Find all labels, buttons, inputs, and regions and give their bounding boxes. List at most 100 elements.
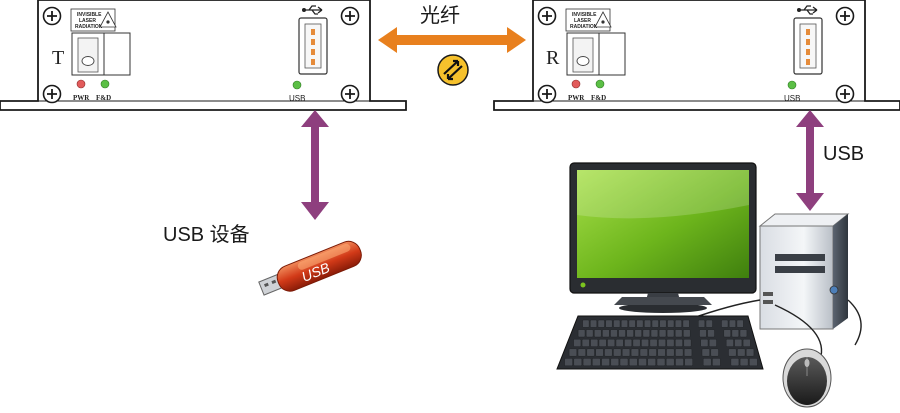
keyboard-key — [742, 339, 751, 347]
tower-case — [758, 213, 850, 330]
keyboard-key — [683, 329, 691, 338]
keyboard-key — [590, 319, 597, 328]
warning-line-3: RADIATION — [75, 24, 103, 30]
usb-symbol-icon — [302, 5, 323, 15]
keyboard-key — [682, 319, 690, 328]
keyboard-key — [642, 329, 651, 338]
keyboard-key — [592, 358, 601, 366]
keyboard-key — [651, 319, 659, 328]
keyboard-key — [705, 319, 713, 328]
keyboard-key — [636, 319, 644, 328]
screw-icon — [537, 84, 557, 104]
keyboard-key — [700, 339, 709, 347]
keyboard-key — [749, 358, 758, 366]
fd-led — [595, 79, 605, 89]
warning-line-3: RADIATION — [570, 24, 598, 30]
fiber-link: 光纤 — [378, 4, 526, 86]
pwr-led-label: PWR — [73, 94, 90, 102]
monitor-power-led — [580, 282, 586, 288]
keyboard-key — [728, 348, 737, 357]
keyboard-key — [675, 319, 682, 328]
keyboard-key — [650, 329, 659, 338]
keyboard-key — [703, 358, 712, 366]
keyboard-key — [621, 319, 628, 328]
keyboard-key — [657, 348, 666, 357]
keyboard-key — [721, 319, 729, 328]
keyboard-key — [622, 348, 631, 357]
transmitter-unit: T INVISIBLE LASER RADIATION PWR F&D — [0, 0, 407, 111]
keyboard-key — [632, 339, 641, 347]
usb-port[interactable] — [298, 17, 328, 75]
keyboard-key — [723, 329, 731, 338]
keyboard-key — [710, 348, 719, 357]
keyboard-key — [607, 339, 616, 347]
monitor — [569, 162, 757, 313]
screw-icon — [340, 6, 360, 26]
keyboard-key — [590, 339, 599, 347]
keyboard-key — [737, 348, 746, 357]
keyboard — [556, 315, 764, 370]
usb-led — [292, 80, 302, 90]
keyboard-key — [709, 339, 717, 347]
fiber-arrow — [378, 27, 526, 53]
pwr-led — [76, 79, 86, 89]
keyboard-key — [577, 348, 586, 357]
keyboard-key — [630, 348, 639, 357]
keyboard-key — [641, 339, 649, 347]
keyboard-key — [586, 348, 595, 357]
keyboard-key — [577, 329, 586, 338]
keyboard-key — [605, 319, 613, 328]
usb-pc-arrow — [796, 110, 824, 211]
laser-warning-icon — [594, 11, 612, 28]
keyboard-key — [613, 348, 622, 357]
keyboard-key — [658, 339, 666, 347]
keyboard-key — [658, 329, 667, 338]
keyboard-key — [734, 339, 743, 347]
keyboard-key — [675, 339, 683, 347]
desktop-computer — [556, 162, 862, 408]
keyboard-key — [628, 319, 636, 328]
keyboard-key — [699, 329, 707, 338]
keyboard-key — [626, 329, 634, 338]
receiver-side-letter: R — [546, 47, 560, 69]
keyboard-key — [683, 339, 692, 347]
keyboard-key — [568, 348, 577, 357]
keyboard-key — [610, 329, 618, 338]
keyboard-key — [666, 329, 675, 338]
keyboard-key — [610, 358, 619, 366]
transmitter-side-letter: T — [52, 47, 64, 69]
keyboard-key — [573, 339, 582, 347]
keyboard-key — [648, 348, 657, 357]
keyboard-key — [698, 319, 705, 328]
pwr-led — [571, 79, 581, 89]
fiber-port[interactable] — [71, 32, 131, 76]
keyboard-key — [684, 348, 693, 357]
keyboard-key — [604, 348, 613, 357]
warning-line-2: LASER — [574, 18, 591, 24]
keyboard-key — [729, 319, 736, 328]
keyboard-key — [736, 319, 744, 328]
keyboard-key — [595, 348, 604, 357]
keyboard-key — [666, 358, 675, 366]
keyboard-key — [624, 339, 633, 347]
keyboard-key — [731, 329, 740, 338]
keyboard-key — [598, 339, 607, 347]
usb-port-label: USB — [289, 94, 305, 103]
tower-power-button[interactable] — [829, 285, 839, 295]
keyboard-key — [739, 329, 748, 338]
screw-icon — [537, 6, 557, 26]
keyboard-key — [638, 358, 647, 366]
fiber-port[interactable] — [566, 32, 626, 76]
keyboard-key — [647, 358, 656, 366]
keyboard-key — [659, 319, 667, 328]
screw-icon — [340, 84, 360, 104]
keyboard-key — [564, 358, 573, 366]
usb-port[interactable] — [793, 17, 823, 75]
keyboard-key — [666, 339, 675, 347]
keyboard-key — [726, 339, 734, 347]
usb-device-label: USB 设备 — [163, 223, 250, 246]
keyboard-key — [675, 348, 684, 357]
laser-warning-icon — [99, 11, 117, 28]
keyboard-key — [707, 329, 715, 338]
keyboard-key — [619, 358, 629, 366]
